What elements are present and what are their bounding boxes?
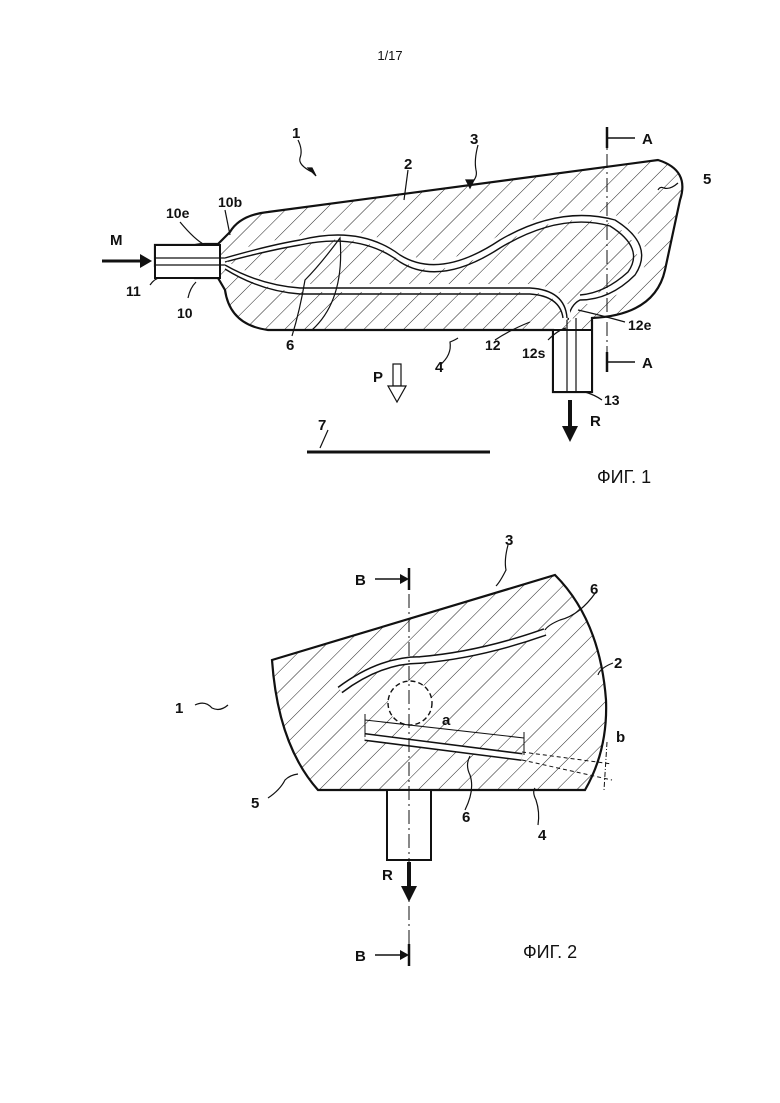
label-m: M: [110, 232, 123, 249]
label-10e: 10e: [166, 205, 190, 221]
label-2-fig2: 2: [614, 655, 622, 672]
dashed-circle: [388, 681, 432, 725]
label-4: 4: [435, 359, 444, 376]
label-1-fig2: 1: [175, 700, 183, 717]
page-number: 1/17: [377, 48, 402, 63]
figure-1: A A M P R: [102, 125, 711, 487]
cross-section-body: [272, 575, 606, 790]
arrow-r-2: [401, 862, 417, 902]
figure-2: a b B B R: [175, 532, 625, 966]
label-7: 7: [318, 417, 326, 434]
label-b: b: [616, 729, 625, 746]
label-b-top: B: [355, 572, 366, 589]
label-6-top-fig2: 6: [590, 581, 598, 598]
label-6-bottom-fig2: 6: [462, 809, 470, 826]
arrow-m: [102, 254, 152, 268]
label-p: P: [373, 369, 383, 386]
label-5-fig2: 5: [251, 795, 259, 812]
label-a: a: [442, 712, 451, 729]
label-2: 2: [404, 156, 412, 173]
label-b-bottom: B: [355, 948, 366, 965]
label-1: 1: [292, 125, 300, 142]
label-10: 10: [177, 305, 193, 321]
label-11: 11: [126, 283, 141, 299]
label-12s: 12s: [522, 345, 546, 361]
label-4-fig2: 4: [538, 827, 547, 844]
outlet-tube-2: [387, 790, 431, 860]
label-13: 13: [604, 392, 620, 408]
label-a-bottom: A: [642, 355, 653, 372]
arrow-r: [562, 400, 578, 442]
label-3: 3: [470, 131, 478, 148]
label-r-2: R: [382, 867, 393, 884]
label-12e: 12e: [628, 317, 652, 333]
label-12: 12: [485, 337, 501, 353]
figure-2-caption: ФИГ. 2: [523, 942, 577, 962]
arrow-p: [388, 364, 406, 402]
label-10b: 10b: [218, 194, 242, 210]
label-a-top: A: [642, 131, 653, 148]
inlet-tube: [155, 245, 220, 278]
outlet-tube: [553, 330, 592, 392]
label-r: R: [590, 413, 601, 430]
label-5: 5: [703, 171, 711, 188]
label-6: 6: [286, 337, 294, 354]
label-3-fig2: 3: [505, 532, 513, 549]
figure-1-caption: ФИГ. 1: [597, 467, 651, 487]
